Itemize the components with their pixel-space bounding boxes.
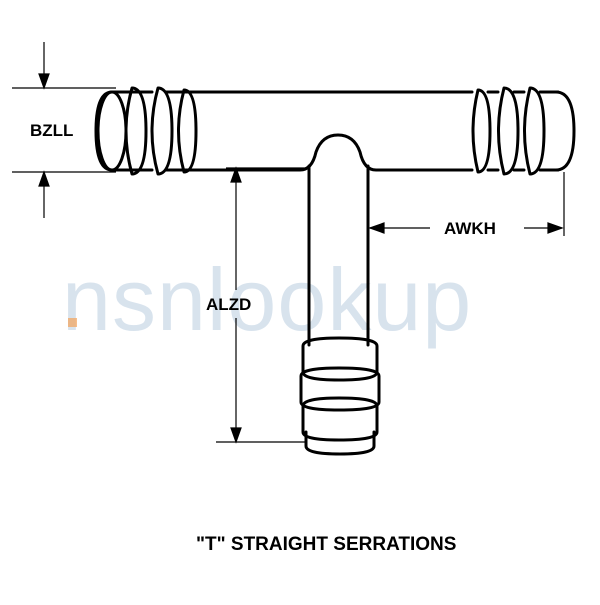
dimension-awkh [368,172,565,236]
awkh-arrow-right [547,222,564,234]
dimension-bzll [12,42,116,218]
alzd-arrow-bottom [230,427,242,444]
left-serration-2 [150,86,174,176]
watermark: nsnlookup [62,250,472,349]
right-serration-links [486,90,560,172]
branch-end-cap [304,430,376,456]
left-serration-links [138,90,180,172]
branch-serration-3 [301,396,379,442]
right-serration-2 [497,86,520,176]
left-serration-3 [177,88,198,174]
alzd-label: ALZD [206,295,251,314]
right-end-cap [554,90,576,172]
dimension-alzd [216,166,306,444]
bzll-arrow-top [38,73,50,90]
bzll-arrow-bottom [38,170,50,187]
right-serration-1 [471,88,492,174]
branch-serration-2 [299,366,381,412]
watermark-text: nsnlookup [62,250,472,349]
left-end-opening [96,90,128,172]
alzd-arrow-top [230,166,242,183]
diagram-title: "T" STRAIGHT SERRATIONS [196,534,456,555]
branch-tube-outline [307,164,370,347]
watermark-accent-dot [68,318,77,327]
awkh-label: AWKH [444,219,496,238]
bzll-label: BZLL [30,121,73,140]
main-tube-outline [176,90,474,172]
tee-body [94,86,576,456]
right-serration-3 [523,86,546,176]
awkh-arrow-left [368,222,385,234]
left-serration-1 [124,86,148,176]
